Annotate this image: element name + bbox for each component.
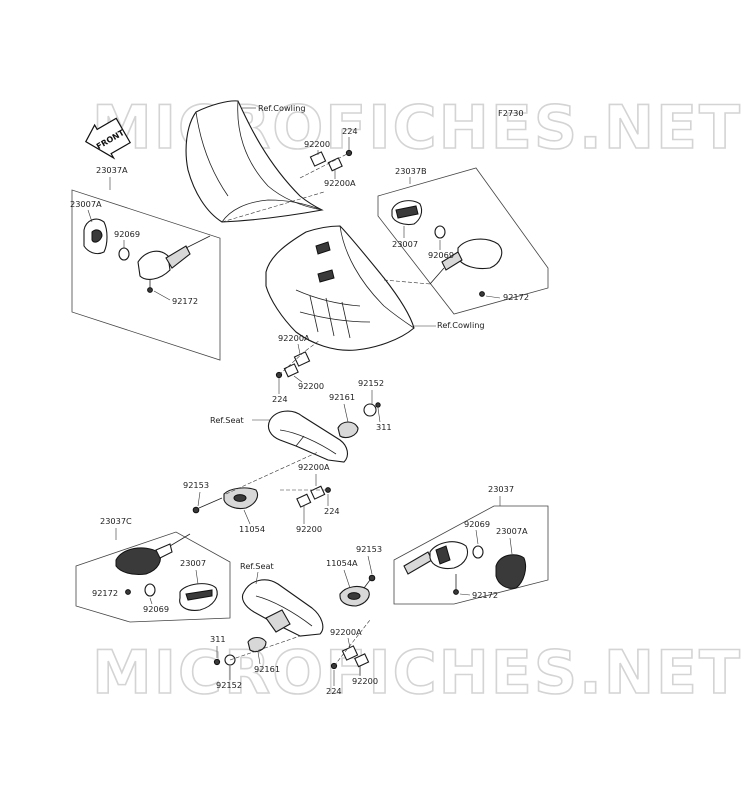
- label-92200-c: 92200: [296, 524, 322, 534]
- label-92200A-mid: 92200A: [278, 333, 310, 343]
- label-224-mid: 224: [272, 394, 288, 404]
- label-23037B: 23037B: [395, 166, 427, 176]
- grommet-mid: [337, 390, 381, 439]
- label-92153-l: 92153: [183, 480, 209, 490]
- figure-code: F2730: [498, 108, 524, 118]
- fastener-group-top: [299, 149, 353, 179]
- box-23037C: [75, 531, 231, 623]
- rear-cowling: [265, 225, 431, 351]
- turn-signal-rear-right: [391, 200, 503, 297]
- label-92200-top: 92200: [304, 139, 330, 149]
- turn-signal-rear-left: [115, 533, 218, 611]
- label-23007A-tl: 23007A: [70, 199, 102, 209]
- front-cowling: [185, 100, 325, 223]
- label-311-b: 311: [210, 634, 226, 644]
- fastener-group-c: [280, 485, 331, 508]
- label-92069-bl: 92069: [143, 604, 169, 614]
- seat-bracket-low: [241, 571, 324, 637]
- label-92161-mid: 92161: [329, 392, 355, 402]
- box-23037: [393, 505, 549, 605]
- label-92200A-top: 92200A: [324, 178, 356, 188]
- turn-signal-front-right: [403, 541, 527, 595]
- label-92069-tr: 92069: [428, 250, 454, 260]
- label-23037: 23037: [488, 484, 514, 494]
- label-11054: 11054: [239, 524, 265, 534]
- bracket-11054: [192, 451, 319, 514]
- label-23037C: 23037C: [100, 516, 132, 526]
- label-92172-br: 92172: [472, 590, 498, 600]
- label-23007-bl: 23007: [180, 558, 206, 568]
- box-23037B: [377, 167, 549, 315]
- label-92172-bl: 92172: [92, 588, 118, 598]
- label-224-c: 224: [324, 506, 340, 516]
- label-92172-tr: 92172: [503, 292, 529, 302]
- label-92152-b: 92152: [216, 680, 242, 690]
- watermark-bottom: MICROFICHES.NET: [92, 638, 742, 708]
- label-92200-mid: 92200: [298, 381, 324, 391]
- label-92161-b: 92161: [254, 664, 280, 674]
- label-92200-b: 92200: [352, 676, 378, 686]
- box-23037A: [71, 189, 221, 361]
- label-311-mid: 311: [376, 422, 392, 432]
- ref-seat-low: Ref.Seat: [240, 561, 274, 571]
- label-92152-mid: 92152: [358, 378, 384, 388]
- bracket-11054A: [339, 555, 376, 607]
- label-23007A-br: 23007A: [496, 526, 528, 536]
- grommet-low: [213, 635, 301, 666]
- label-92069-tl: 92069: [114, 229, 140, 239]
- label-23007-tr: 23007: [392, 239, 418, 249]
- seat-bracket-mid: [267, 410, 349, 463]
- front-arrow-icon: FRONT: [84, 117, 132, 160]
- label-92200A-c: 92200A: [298, 462, 330, 472]
- label-92153-r: 92153: [356, 544, 382, 554]
- label-92200A-b: 92200A: [330, 627, 362, 637]
- ref-cowling-top: Ref.Cowling: [258, 103, 306, 113]
- fastener-group-mid: [275, 339, 321, 379]
- label-224-b: 224: [326, 686, 342, 696]
- fastener-group-low: [330, 619, 371, 670]
- ref-cowling-rear: Ref.Cowling: [437, 320, 485, 330]
- label-224-top: 224: [342, 126, 358, 136]
- ref-seat-mid: Ref.Seat: [210, 415, 244, 425]
- label-11054A: 11054A: [326, 558, 358, 568]
- label-23037A: 23037A: [96, 165, 128, 175]
- label-92172-tl: 92172: [172, 296, 198, 306]
- label-92069-br: 92069: [464, 519, 490, 529]
- turn-signal-front-left: [83, 218, 211, 293]
